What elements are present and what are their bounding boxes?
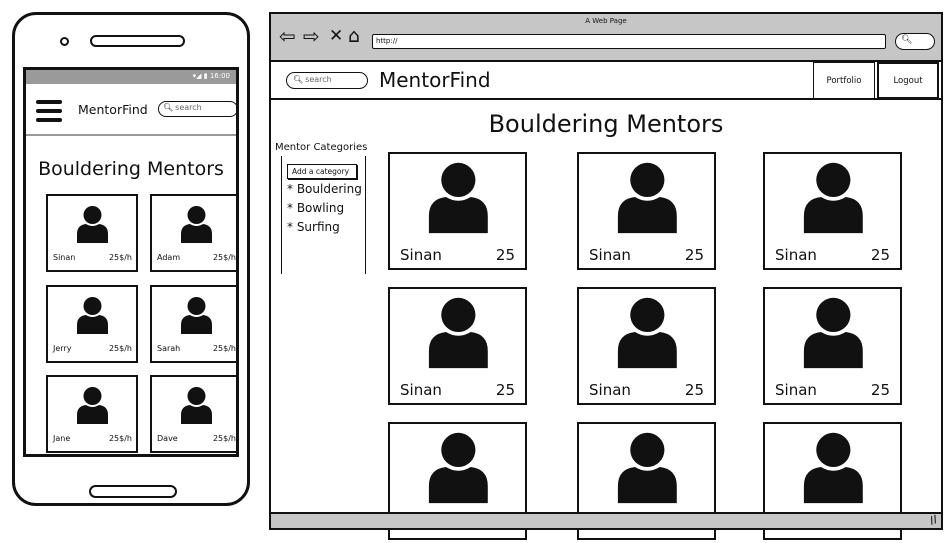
- person-avatar-icon: [181, 297, 212, 334]
- mobile-search-input[interactable]: 🔍︎search: [158, 101, 236, 117]
- mentor-name: Sinan: [589, 381, 631, 399]
- phone-speaker: [90, 35, 185, 47]
- person-avatar-icon: [617, 162, 677, 234]
- mobile-mentor-card[interactable]: Jerry 25$/h: [46, 285, 138, 363]
- mentor-card[interactable]: Sinan 25: [763, 152, 902, 270]
- status-time: 16:00: [209, 72, 230, 80]
- header-divider: [26, 134, 236, 136]
- person-avatar-icon: [77, 387, 108, 424]
- mentor-rate: 25: [684, 381, 704, 399]
- person-avatar-icon: [803, 432, 863, 504]
- mobile-mentor-card[interactable]: Sarah 25$/h: [150, 285, 236, 363]
- person-avatar-icon: [617, 297, 677, 369]
- mentor-name: Sinan: [775, 246, 817, 264]
- mentor-rate: 25$/h: [108, 344, 132, 353]
- mobile-mentor-card[interactable]: Jane 25$/h: [46, 375, 138, 453]
- mentor-card[interactable]: [388, 422, 527, 540]
- mentor-rate: 25: [495, 246, 515, 264]
- mentor-card[interactable]: Sinan 25: [388, 287, 527, 405]
- browser-window: A Web Page ⇦ ⇨ ✕ ⌂ http:// 🔍︎ 🔍︎search M…: [269, 12, 943, 540]
- mobile-phone-frame: ▾◢ ▮ 16:00 MentorFind 🔍︎search Boulderin…: [12, 12, 250, 506]
- person-avatar-icon: [181, 206, 212, 243]
- mentor-name: Sinan: [400, 381, 442, 399]
- mentor-rate: 25$/h: [212, 253, 236, 262]
- search-icon: 🔍︎: [293, 75, 304, 84]
- browser-search-button[interactable]: 🔍︎: [895, 33, 935, 50]
- mentor-name: Sinan: [400, 246, 442, 264]
- mobile-search-placeholder: search: [175, 103, 202, 112]
- mentor-card[interactable]: Sinan 25: [388, 152, 527, 270]
- mentor-card[interactable]: [577, 422, 716, 540]
- phone-status-bar: ▾◢ ▮ 16:00: [26, 70, 236, 84]
- mentor-name: Jane: [53, 434, 71, 443]
- mentor-rate: 25$/h: [108, 253, 132, 262]
- mentor-name: Sinan: [53, 253, 76, 262]
- logout-button[interactable]: Logout: [877, 62, 939, 99]
- mentor-rate: 25: [495, 381, 515, 399]
- category-item-bowling[interactable]: * Bowling: [287, 201, 345, 215]
- mentor-card[interactable]: Sinan 25: [763, 287, 902, 405]
- person-avatar-icon: [77, 297, 108, 334]
- mentor-rate: 25$/h: [212, 344, 236, 353]
- person-avatar-icon: [428, 297, 488, 369]
- window-title: A Web Page: [585, 17, 627, 25]
- mentor-rate: 25: [870, 246, 890, 264]
- mentor-rate: 25$/h: [212, 434, 236, 443]
- search-icon: 🔍︎: [163, 103, 174, 112]
- browser-chrome: A Web Page ⇦ ⇨ ✕ ⌂ http:// 🔍︎: [271, 14, 941, 62]
- phone-home-button[interactable]: [89, 485, 177, 498]
- mentor-name: Sinan: [589, 246, 631, 264]
- browser-status-bar: //: [271, 512, 941, 528]
- phone-camera: [60, 37, 69, 46]
- forward-arrow-icon[interactable]: ⇨: [303, 24, 320, 48]
- mentor-name: Jerry: [53, 344, 72, 353]
- back-arrow-icon[interactable]: ⇦: [279, 24, 296, 48]
- mobile-mentor-card[interactable]: Sinan 25$/h: [46, 194, 138, 272]
- site-search-placeholder: search: [305, 75, 332, 84]
- home-icon[interactable]: ⌂: [348, 25, 361, 47]
- site-search-input[interactable]: 🔍︎search: [286, 72, 368, 89]
- search-icon: 🔍︎: [901, 35, 913, 45]
- person-avatar-icon: [803, 162, 863, 234]
- mentor-name: Adam: [157, 253, 181, 262]
- person-avatar-icon: [181, 387, 212, 424]
- mobile-page-title: Bouldering Mentors: [38, 158, 224, 180]
- mentor-card[interactable]: [763, 422, 902, 540]
- person-avatar-icon: [428, 162, 488, 234]
- person-avatar-icon: [77, 206, 108, 243]
- person-avatar-icon: [803, 297, 863, 369]
- phone-screen: ▾◢ ▮ 16:00 MentorFind 🔍︎search Boulderin…: [23, 67, 239, 457]
- mentor-name: Dave: [157, 434, 178, 443]
- categories-title: Mentor Categories: [275, 142, 368, 153]
- mentor-card[interactable]: Sinan 25: [577, 287, 716, 405]
- mentor-rate: 25$/h: [108, 434, 132, 443]
- person-avatar-icon: [617, 432, 677, 504]
- status-icons: ▾◢ ▮: [192, 72, 210, 80]
- category-item-bouldering[interactable]: * Bouldering: [287, 182, 362, 196]
- page-title: Bouldering Mentors: [488, 110, 724, 138]
- mentor-card[interactable]: Sinan 25: [577, 152, 716, 270]
- categories-panel: [281, 156, 366, 274]
- hamburger-menu-icon[interactable]: [36, 100, 62, 122]
- mobile-mentor-card[interactable]: Adam 25$/h: [150, 194, 236, 272]
- mentor-name: Sinan: [775, 381, 817, 399]
- mobile-brand: MentorFind: [78, 102, 148, 117]
- resize-grip-icon[interactable]: //: [928, 514, 939, 527]
- site-header: 🔍︎search MentorFind Portfolio Logout: [271, 62, 941, 100]
- mobile-mentor-card[interactable]: Dave 25$/h: [150, 375, 236, 453]
- address-bar[interactable]: http://: [372, 34, 886, 49]
- mentor-rate: 25: [684, 246, 704, 264]
- category-item-surfing[interactable]: * Surfing: [287, 220, 340, 234]
- add-category-button[interactable]: Add a category: [287, 164, 357, 179]
- mentor-name: Sarah: [157, 344, 181, 353]
- site-brand[interactable]: MentorFind: [379, 68, 491, 92]
- portfolio-button[interactable]: Portfolio: [813, 62, 875, 99]
- close-x-icon[interactable]: ✕: [329, 26, 344, 46]
- mentor-rate: 25: [870, 381, 890, 399]
- person-avatar-icon: [428, 432, 488, 504]
